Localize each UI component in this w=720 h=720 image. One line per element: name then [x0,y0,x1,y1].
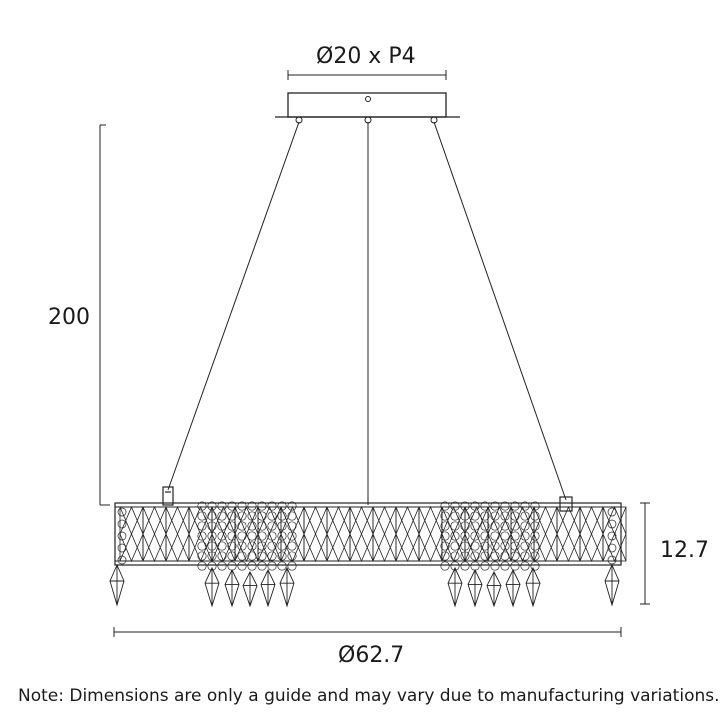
canopy-dimension-label: Ø20 x P4 [316,44,416,69]
drop-dimension-label: 200 [48,305,90,330]
disclaimer-note: Note: Dimensions are only a guide and ma… [18,686,720,706]
crystal-drops [109,563,620,608]
diameter-dimension-label: Ø62.7 [338,643,405,668]
canopy [275,92,460,124]
crystal-ring [114,501,627,571]
height-dimension-line [640,502,650,605]
suspension-wires [167,121,567,505]
wire-clips [162,486,573,512]
diameter-dimension-line [113,627,622,637]
height-dimension-label: 12.7 [660,538,709,563]
drop-dimension-line [99,124,110,506]
canopy-dimension-line [287,70,447,80]
